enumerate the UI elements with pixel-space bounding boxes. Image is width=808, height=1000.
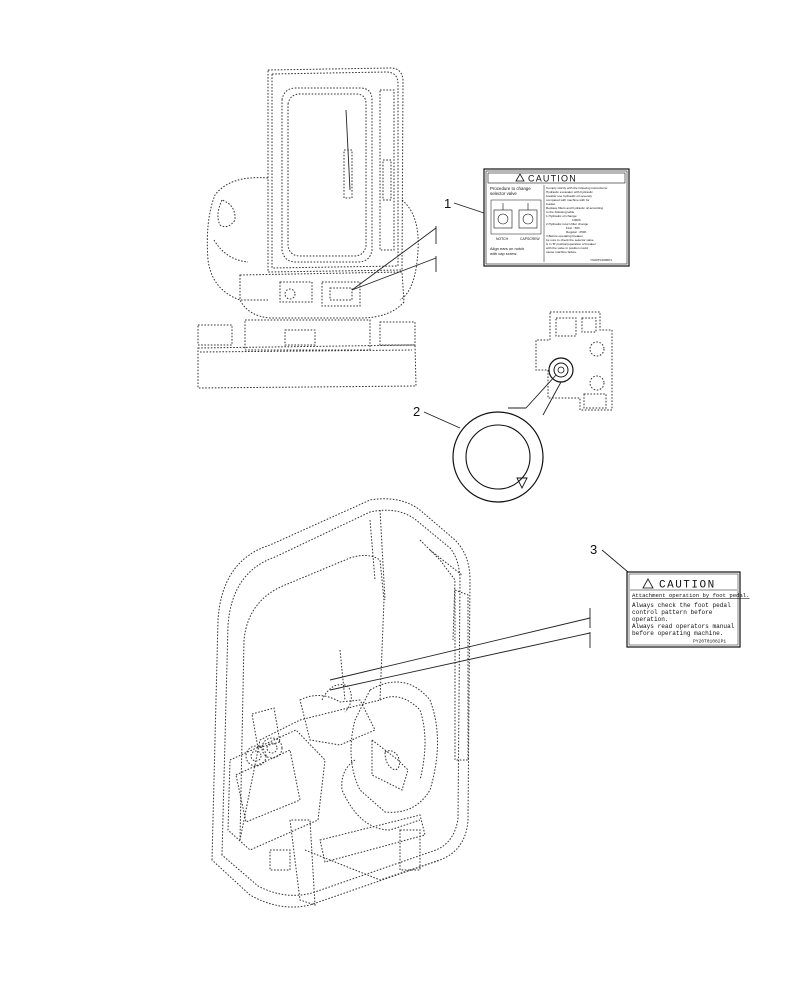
decal-1-left-footer-1: Align ears on notch — [490, 246, 524, 251]
decal-1-right-line-10: 2.Hydraulic return filter change — [546, 222, 588, 226]
decal-1-right-line-12: Regular : 250h — [566, 230, 587, 234]
callout-2: 2 — [413, 404, 420, 419]
decal-1-left-footer-2: with cap screw. — [490, 251, 517, 256]
decal-1-part-code: YN20T01006P1 — [590, 258, 612, 262]
decal-1-right-line-16: with the valve in position could — [546, 246, 588, 250]
decal-1-right-line-6: Replace filters and hydraulic oil accord… — [546, 206, 603, 210]
callout-1: 1 — [444, 196, 451, 211]
decal-1-right-line-17: cause machine failure. — [546, 250, 577, 254]
decal-1-right-line-14: be sure to check the selector valve — [546, 238, 594, 242]
decal-3-line-2: control pattern before — [632, 609, 713, 616]
decal-3-line-4: Always read operators manual — [632, 623, 735, 630]
decal-3-header: CAUTION — [659, 580, 716, 592]
decal-1-right-line-9: 1000h — [572, 218, 581, 222]
callout-3: 3 — [590, 542, 597, 557]
ring-seal-icon — [452, 411, 544, 503]
decal-1-caution-selector-valve: CAUTION Procedure to change selector val… — [483, 168, 630, 267]
decal-1-right-line-1: Comply strictly with the following instr… — [546, 186, 608, 190]
decal-1-right-line-8: 1.Hydraulic oil change: — [546, 214, 577, 218]
selector-valve-detail — [508, 311, 613, 416]
decal-1-left-tag-a: NOTCH — [496, 237, 509, 241]
decal-1-right-line-11: First : 50h — [566, 226, 580, 230]
decal-3-line-3: operation. — [632, 616, 669, 623]
decal-1-right-line-2: Hydraulic excavator with hydraulic — [546, 190, 593, 194]
excavator-rear-view — [197, 67, 437, 389]
decal-1-right-line-3: breaker use hydraulic oil severely — [546, 194, 592, 198]
decal-1-right-line-4: compared with machine with for — [546, 198, 590, 202]
decal-1-left-title-2: selector valve — [490, 191, 517, 196]
decal-3-caution-foot-pedal: CAUTION Attachment operation by foot ped… — [626, 571, 750, 648]
decal-1-right-line-15: is in 'B' position(operation of breaker — [546, 242, 596, 246]
warning-triangle-icon — [515, 173, 525, 182]
decal-1-left-tag-b: CAPSCREW — [520, 237, 540, 241]
selector-valve-icon — [490, 199, 542, 235]
cab-interior-view — [211, 498, 591, 908]
decal-3-subtitle: Attachment operation by foot pedal. — [632, 592, 750, 599]
decal-1-header: CAUTION — [528, 174, 577, 184]
decal-3-part-code: PY20T01082P1 — [693, 639, 726, 645]
decal-3-line-1: Always check the foot pedal — [632, 602, 731, 609]
decal-3-line-5: before operating machine. — [632, 630, 723, 637]
decal-1-right-line-13: 3.Before operating breaker, — [546, 234, 584, 238]
decal-1-right-line-5: bucket. — [546, 202, 556, 206]
decal-1-left-title-1: Procedure to change — [490, 186, 531, 191]
warning-triangle-icon — [642, 578, 654, 589]
decal-1-right-line-7: to the following table. — [546, 210, 575, 214]
